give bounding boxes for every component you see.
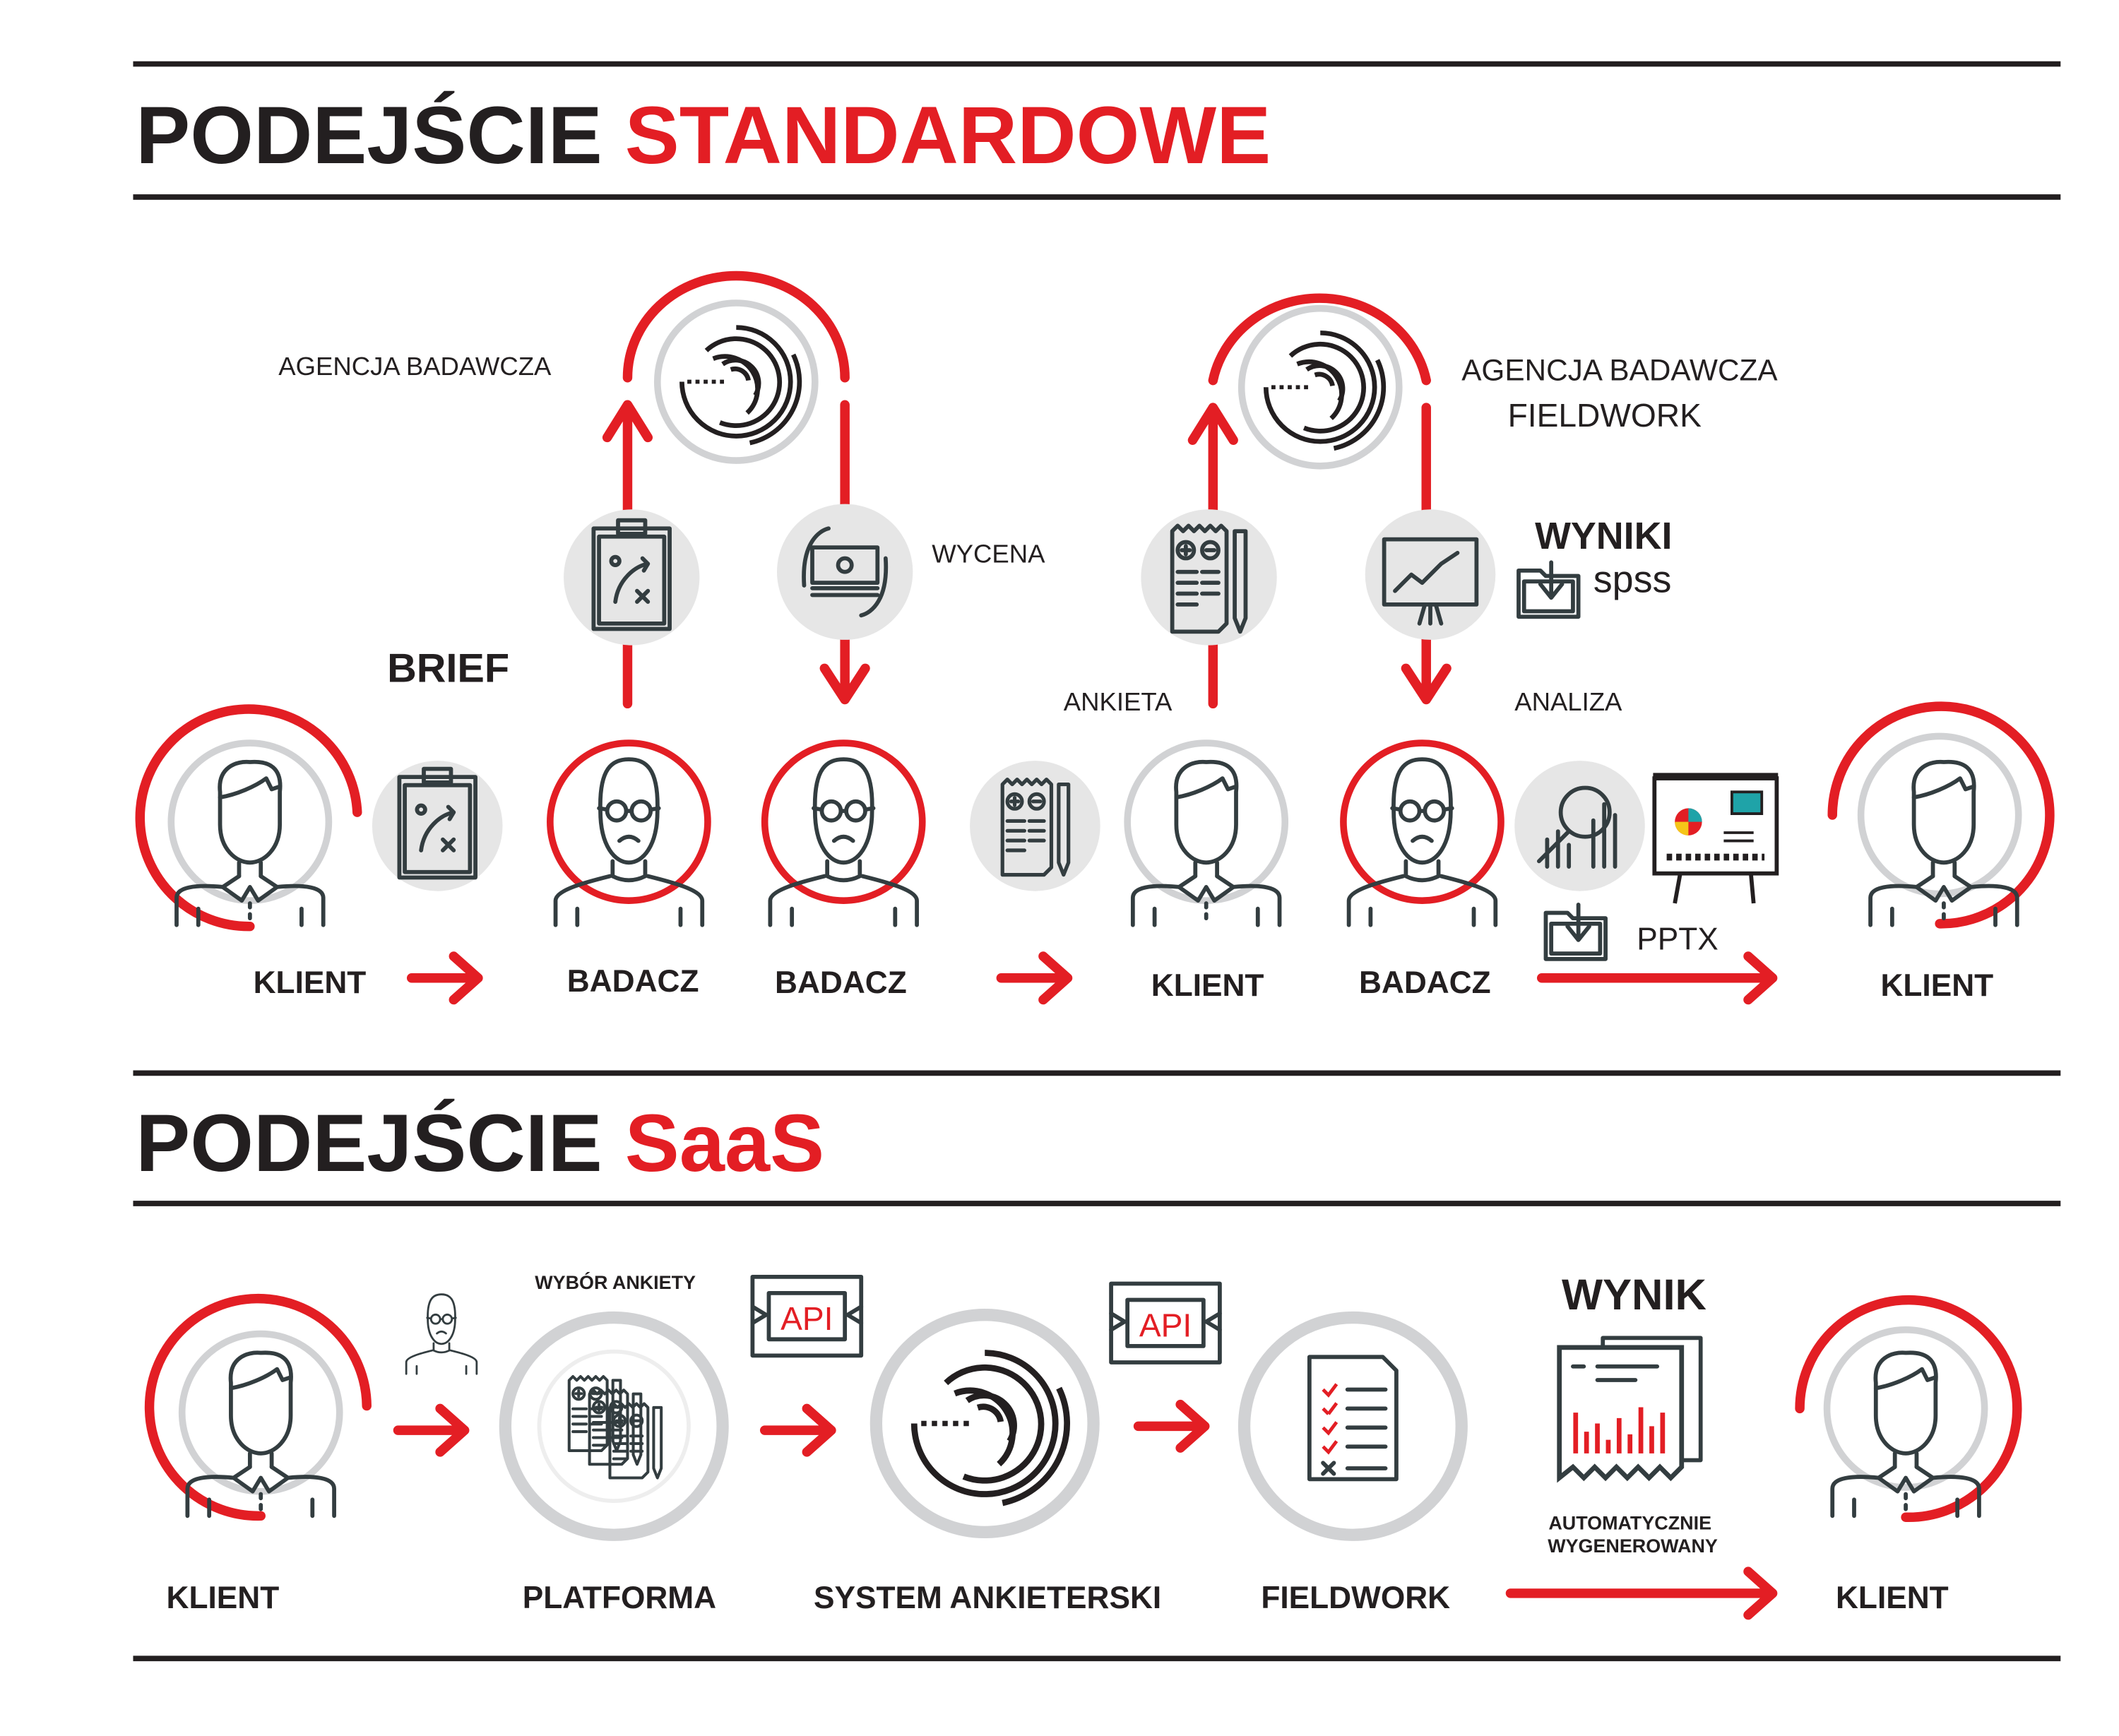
api-icon: API [752, 1277, 861, 1356]
title-prefix: PODEJŚCIE [136, 1098, 602, 1189]
actor-label: FIELDWORK [1261, 1581, 1450, 1615]
actor-label: KLIENT [167, 1581, 280, 1615]
title-prefix: PODEJŚCIE [136, 90, 602, 181]
badacz-node [547, 739, 711, 925]
agency-label: AGENCJA BADAWCZA [1461, 354, 1778, 387]
presentation-board-icon [1652, 773, 1779, 904]
section-title-standard: PODEJŚCIE STANDARDOWE [136, 90, 1271, 181]
badacz-node [1340, 739, 1504, 925]
flow-arrow [393, 1403, 470, 1457]
flow-arrow [996, 951, 1073, 1005]
client-person-icon [1832, 1352, 1979, 1516]
file-download-icon [1545, 905, 1605, 959]
klient-node [144, 1293, 372, 1521]
client-person-icon [1870, 762, 2017, 925]
survey-system-logo-icon [682, 328, 799, 443]
api-icon: API [1111, 1283, 1220, 1362]
wycena-label: WYCENA [932, 539, 1045, 568]
klient-node [1795, 1295, 2022, 1522]
analiza-label: ANALIZA [1514, 687, 1622, 716]
actor-label: BADACZ [567, 964, 699, 999]
actor-label: SYSTEM ANKIETERSKI [814, 1581, 1161, 1615]
fieldwork-label: FIELDWORK [1508, 397, 1702, 434]
agency-node-1 [622, 270, 850, 464]
money-exchange-icon [802, 526, 889, 618]
api-label: API [1139, 1307, 1192, 1343]
generated-report-icon [1557, 1336, 1703, 1483]
flow-arrow [406, 951, 483, 1005]
icon-bg [1514, 761, 1645, 891]
survey-choice-label: WYBÓR ANKIETY [535, 1271, 696, 1293]
survey-system-logo-icon [914, 1353, 1067, 1504]
actor-label: BADACZ [775, 965, 907, 1000]
agency-node-2 [1208, 293, 1431, 470]
icon-bg [1141, 509, 1277, 646]
actor-label: BADACZ [1359, 965, 1491, 1000]
pptx-label: PPTX [1637, 922, 1719, 956]
badacz-node [761, 739, 926, 925]
fieldwork-node [1237, 1311, 1468, 1541]
actor-label: KLIENT [1836, 1581, 1949, 1615]
agency-label: AGENCJA BADAWCZA [278, 352, 552, 381]
klient-node [135, 704, 362, 932]
actor-label: KLIENT [254, 965, 367, 1000]
section-title-saas: PODEJŚCIE SaaS [136, 1098, 824, 1189]
file-download-icon [1519, 562, 1579, 617]
survey-system-node [869, 1309, 1100, 1539]
auto-generated-label: WYGENEROWANY [1548, 1535, 1718, 1557]
flow-arrow [759, 1403, 836, 1457]
flow-arrow [1536, 951, 1778, 1005]
ankieta-label: ANKIETA [1064, 687, 1173, 716]
researcher-person-icon [405, 1293, 478, 1375]
spss-label: spss [1593, 559, 1672, 601]
wyniki-label: WYNIKI [1535, 515, 1672, 557]
brief-label: BRIEF [387, 646, 509, 691]
klient-node [1124, 739, 1289, 925]
checklist-document-icon [1307, 1355, 1399, 1482]
wynik-label: WYNIK [1562, 1271, 1707, 1319]
api-label: API [780, 1300, 833, 1337]
flow-arrow [1133, 1399, 1210, 1453]
klient-node [1827, 701, 2055, 929]
survey-system-logo-icon [1266, 333, 1383, 448]
platform-node [499, 1311, 729, 1541]
chart-board-icon [1382, 537, 1479, 626]
flow-arrow [1505, 1566, 1778, 1620]
analytics-magnifier-icon [1536, 785, 1618, 869]
title-accent: STANDARDOWE [625, 90, 1271, 181]
title-accent: SaaS [625, 1098, 824, 1189]
auto-generated-label: AUTOMATYCZNIE [1548, 1513, 1711, 1534]
actor-label: KLIENT [1880, 968, 1993, 1003]
survey-receipt-icon [569, 1377, 621, 1451]
actor-label: PLATFORMA [523, 1581, 716, 1615]
actor-label: KLIENT [1151, 968, 1264, 1003]
